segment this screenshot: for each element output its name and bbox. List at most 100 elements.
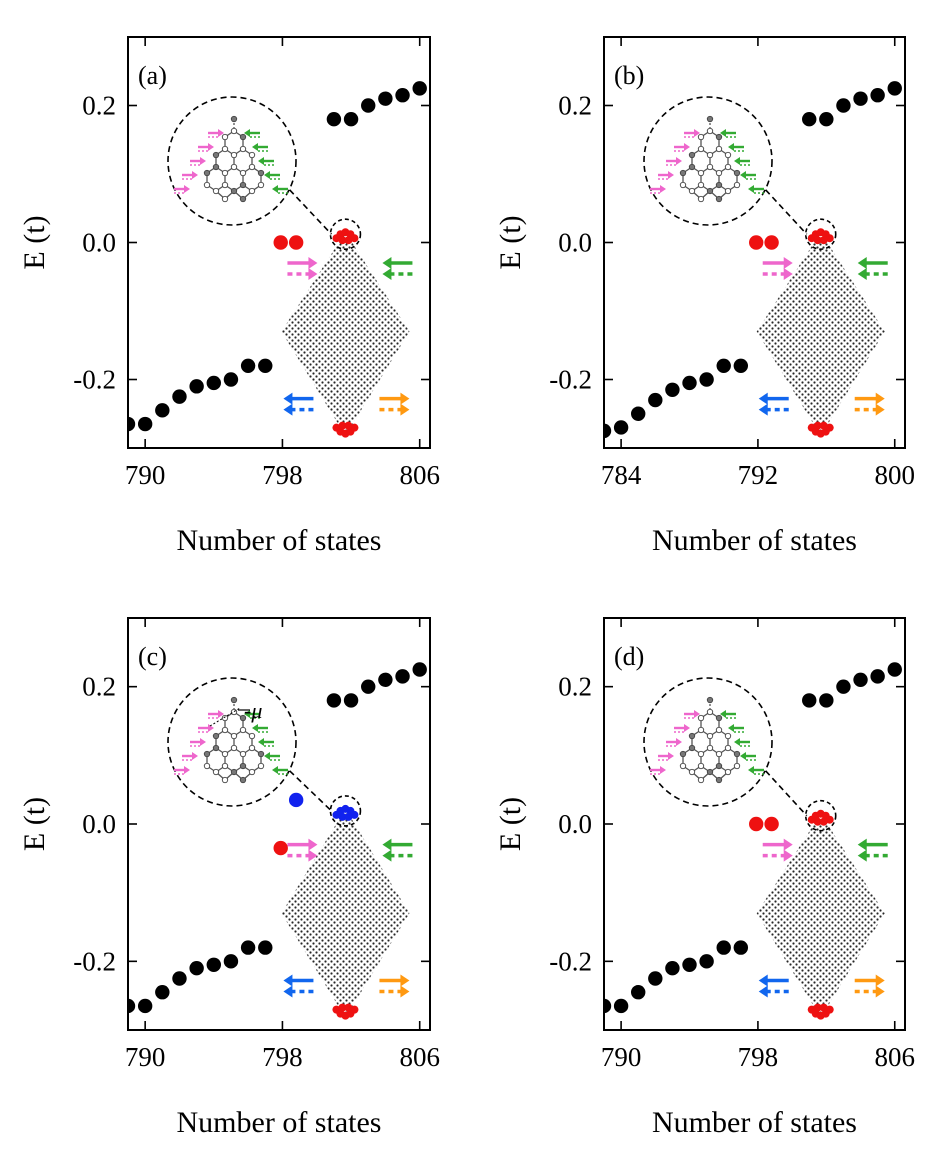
state-point [853, 91, 868, 106]
y-tick-label: 0.0 [82, 809, 116, 839]
current-arrows [758, 838, 888, 998]
state-point [137, 416, 153, 432]
edge-state-point [764, 816, 779, 832]
zoom-inset: -μ [167, 677, 297, 807]
x-tick-label: 798 [262, 460, 303, 490]
state-point [613, 420, 629, 435]
lattice-flake [756, 228, 885, 438]
corner-states [332, 228, 359, 438]
inset-circle [643, 677, 773, 807]
arrow-pink [762, 838, 793, 862]
lattice-atoms [281, 808, 410, 1018]
lattice-flake [281, 804, 410, 1020]
x-axis-label: Number of states [177, 1106, 382, 1139]
y-tick-label: 0.2 [558, 91, 592, 121]
inset-lattice [203, 115, 265, 203]
state-point [819, 112, 834, 127]
zoom-marker [804, 799, 837, 832]
arrow-blue [283, 974, 314, 998]
edge-state-point [273, 840, 288, 856]
edge-state-point [749, 816, 764, 832]
zoom-connector [765, 770, 808, 817]
state-point [258, 358, 273, 373]
state-point [189, 379, 204, 394]
inset-lattice [679, 696, 741, 784]
state-point [665, 961, 680, 976]
state-point [904, 75, 905, 81]
zoom-marker [329, 218, 362, 251]
x-tick-label: 790 [125, 460, 166, 490]
y-tick-label: -0.2 [549, 365, 592, 395]
state-point [682, 957, 697, 972]
y-axis-label: E (t) [494, 215, 527, 269]
state-point [395, 88, 410, 103]
state-point [172, 389, 187, 404]
corner-states [807, 228, 834, 438]
state-point [395, 669, 410, 684]
y-axis-label: E (t) [18, 797, 51, 851]
zoom-inset [643, 96, 773, 226]
state-point [343, 112, 359, 127]
state-point [853, 672, 868, 687]
series-points [128, 638, 461, 1014]
state-point [240, 358, 256, 373]
edge-state-point [273, 235, 288, 250]
lattice-atoms [756, 813, 885, 1018]
x-tick-label: 806 [399, 460, 440, 490]
x-axis-label: Number of states [177, 524, 382, 557]
inset-arrows [650, 710, 764, 775]
state-point [699, 372, 714, 387]
state-point [128, 998, 136, 1014]
state-point [922, 57, 936, 71]
edge-state-point [764, 235, 779, 250]
state-point [631, 985, 646, 1000]
inset-circle [167, 677, 297, 807]
state-point [429, 75, 430, 81]
inset-arrows [650, 129, 764, 194]
zoom-inset [643, 677, 773, 807]
state-point [361, 98, 376, 113]
corner-states [332, 804, 359, 1020]
arrow-pink [762, 257, 793, 281]
state-point [447, 638, 461, 652]
zoom-connector [289, 189, 333, 235]
state-point [206, 957, 221, 972]
state-point [870, 88, 885, 103]
state-point [716, 358, 731, 373]
state-point [604, 423, 612, 439]
state-point [240, 940, 256, 955]
current-arrows [283, 838, 413, 998]
y-tick-label: 0.2 [82, 91, 116, 121]
x-tick-label: 800 [874, 460, 915, 490]
inset-arrows [174, 710, 288, 775]
arrow-blue [283, 392, 314, 416]
arrow-orange [379, 974, 410, 998]
y-tick-label: -0.2 [73, 946, 116, 976]
state-point [412, 662, 427, 677]
state-point [887, 81, 902, 96]
state-point [429, 657, 430, 662]
state-point [802, 112, 817, 127]
y-tick-label: 0.0 [558, 228, 592, 258]
state-point [378, 91, 393, 106]
state-point [206, 375, 221, 391]
zoom-marker [329, 795, 362, 827]
edge-state-point [749, 235, 764, 250]
panel-label: (b) [614, 61, 644, 90]
y-axis-label: E (t) [494, 797, 527, 851]
panel-label: (d) [614, 642, 644, 671]
state-point [631, 406, 646, 421]
x-tick-label: 792 [738, 460, 779, 490]
series-points [604, 57, 936, 439]
arrow-orange [379, 392, 410, 416]
x-axis-label: Number of states [652, 524, 857, 557]
y-axis-label: E (t) [18, 215, 51, 269]
y-tick-label: 0.2 [82, 672, 116, 702]
state-point [223, 954, 239, 969]
x-tick-label: 798 [262, 1042, 303, 1072]
state-point [604, 998, 612, 1014]
state-point [258, 940, 273, 955]
